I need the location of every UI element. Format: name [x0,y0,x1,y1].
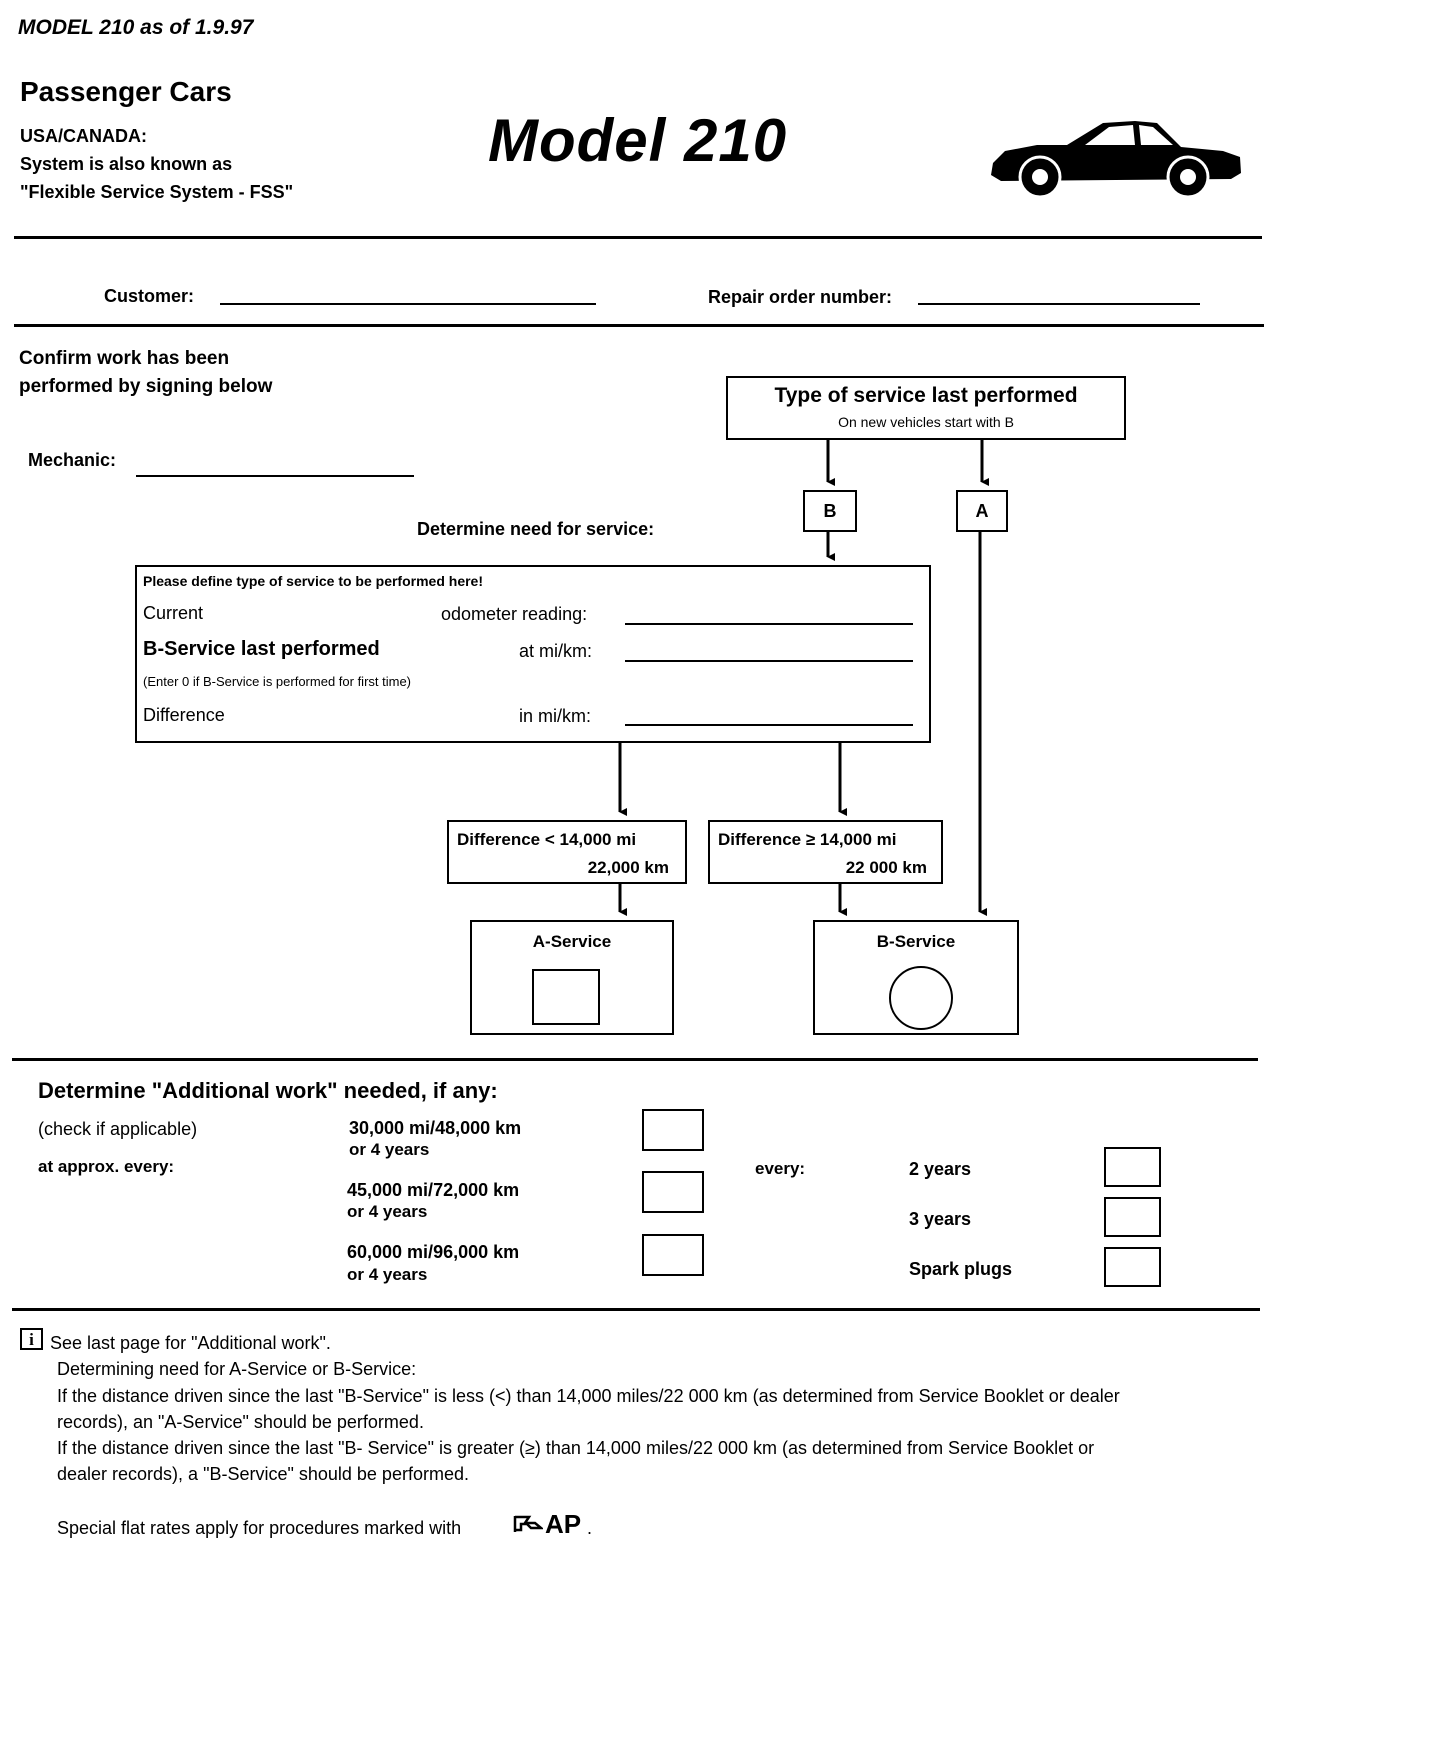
note-line4: records), an "A-Service" should be perfo… [57,1412,424,1432]
note-line6: dealer records), a "B-Service" should be… [57,1464,469,1484]
flow-divider [12,1058,1258,1061]
difference-less-line1: Difference < 14,000 mi [457,830,637,849]
repair-order-field[interactable] [918,303,1200,305]
difference-less-box: Difference < 14,000 mi 22,000 km [447,820,687,884]
difference-label: Difference [143,705,225,725]
ap-flat-rate-icon [513,1515,543,1532]
known-as-line1: System is also known as [20,154,233,174]
define-service-heading: Please define type of service to be perf… [143,573,484,589]
ap-label: AP [545,1509,582,1539]
difference-field[interactable] [625,724,913,726]
mileage-item-sublabel: or 4 years [349,1140,430,1159]
checkbox-2-years[interactable] [1104,1147,1161,1187]
flat-rates-period: . [587,1518,593,1538]
checkbox-30000[interactable] [642,1109,704,1151]
mileage-item-label: 60,000 mi/96,000 km [347,1242,520,1262]
check-if-applicable-note: (check if applicable) [38,1119,198,1139]
type-of-service-title: Type of service last performed [774,384,1078,407]
at-mi-km-label: at mi/km: [519,641,593,661]
note-line1: See last page for "Additional work". [50,1333,331,1353]
mechanic-label: Mechanic: [28,450,117,470]
note-line5: If the distance driven since the last "B… [57,1438,1095,1458]
info-icon: i [20,1328,43,1350]
b-service-circle-icon[interactable] [889,966,953,1030]
header-divider [14,236,1262,239]
customer-field[interactable] [220,303,596,305]
checkbox-spark-plugs[interactable] [1104,1247,1161,1287]
interval-item-label: 3 years [909,1209,972,1229]
checkbox-60000[interactable] [642,1234,704,1276]
checkbox-3-years[interactable] [1104,1197,1161,1237]
type-of-service-subtitle: On new vehicles start with B [838,414,1014,430]
known-as-line2: "Flexible Service System - FSS" [20,182,294,202]
a-service-box: A-Service [470,920,674,1035]
note-line2: Determining need for A-Service or B-Serv… [57,1359,417,1379]
a-service-square-icon[interactable] [532,969,600,1025]
a-service-label: A-Service [532,932,612,951]
define-service-box: Please define type of service to be perf… [135,565,931,743]
confirm-line2: performed by signing below [19,376,273,397]
difference-less-line2: 22,000 km [587,858,669,877]
difference-greater-line2: 22 000 km [845,858,927,877]
difference-greater-line1: Difference ≥ 14,000 mi [718,830,897,849]
b-service-box: B-Service [813,920,1019,1035]
car-sedan-icon [991,121,1241,199]
interval-item-label: 2 years [909,1159,972,1179]
type-of-service-box: Type of service last performed On new ve… [726,376,1126,440]
odometer-field[interactable] [625,623,913,625]
checkbox-45000[interactable] [642,1171,704,1213]
b-service-label: B-Service [876,932,956,951]
service-a-box: A [956,490,1008,532]
flat-rates-note: Special flat rates apply for procedures … [57,1518,462,1538]
current-label: Current [143,603,204,623]
interval-item-label: Spark plugs [909,1259,1013,1279]
b-service-mileage-field[interactable] [625,660,913,662]
mileage-item-label: 30,000 mi/48,000 km [349,1118,522,1138]
enter-zero-note: (Enter 0 if B-Service is performed for f… [143,674,412,689]
customer-label: Customer: [104,286,195,306]
in-mi-km-label: in mi/km: [519,706,591,726]
service-b-box: B [803,490,857,532]
model-as-of-label: MODEL 210 as of 1.9.97 [18,16,254,39]
at-approx-every-label: at approx. every: [38,1157,175,1176]
additional-work-heading: Determine "Additional work" needed, if a… [38,1078,498,1103]
region-label: USA/CANADA: [20,126,147,146]
customer-divider [14,324,1264,327]
repair-order-label: Repair order number: [708,287,893,307]
additional-divider [12,1308,1260,1311]
category-heading: Passenger Cars [20,76,232,107]
b-service-last-label: B-Service last performed [143,638,380,660]
mileage-item-sublabel: or 4 years [347,1265,428,1284]
every-label: every: [755,1159,806,1178]
confirm-line1: Confirm work has been [19,348,230,369]
page-title: Model 210 [488,107,788,174]
determine-need-label: Determine need for service: [417,519,655,539]
note-line3: If the distance driven since the last "B… [57,1386,1120,1406]
mileage-item-sublabel: or 4 years [347,1202,428,1221]
odometer-label: odometer reading: [441,604,588,624]
mechanic-signature-field[interactable] [136,475,414,477]
difference-greater-box: Difference ≥ 14,000 mi 22 000 km [708,820,943,884]
mileage-item-label: 45,000 mi/72,000 km [347,1180,520,1200]
